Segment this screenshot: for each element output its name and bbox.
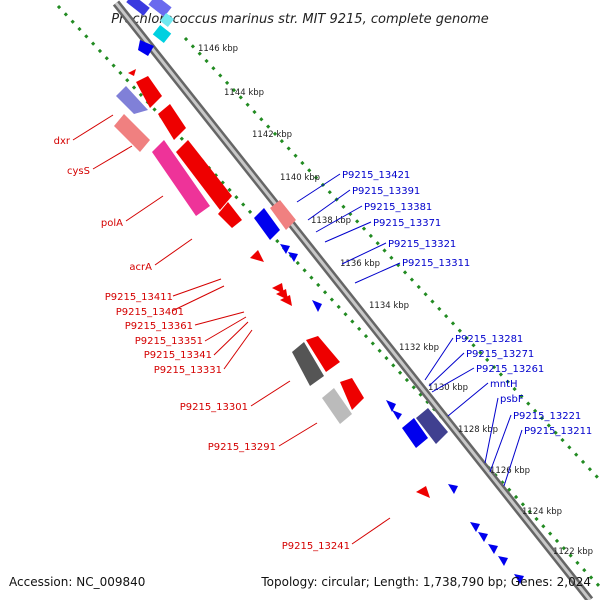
gene-cysS <box>114 114 150 152</box>
tick-label: 1126 kbp <box>490 466 530 476</box>
gene-polA <box>152 140 210 216</box>
tick-label: 1140 kbp <box>280 173 320 183</box>
gene-P9215_13421 <box>254 208 280 240</box>
accession-text: Accession: NC_009840 <box>9 575 145 589</box>
gene-label: P9215_13211 <box>524 426 592 437</box>
tick-labels: 1146 kbp 1144 kbp 1142 kbp 1140 kbp 1138… <box>198 44 593 557</box>
forward-gene-labels: P9215_13421 P9215_13391 P9215_13381 P921… <box>342 170 592 437</box>
leader-lines-forward <box>296 173 523 487</box>
tick-label: 1142 kbp <box>252 130 292 140</box>
tick-label: 1122 kbp <box>553 547 593 557</box>
genome-summary-text: Topology: circular; Length: 1,738,790 bp… <box>260 575 591 589</box>
gene-label: P9215_13221 <box>513 411 581 422</box>
gene-label: P9215_13371 <box>373 218 441 229</box>
gene-label: dxr <box>54 136 71 147</box>
gene-dxr <box>116 86 148 114</box>
gene-label: P9215_13351 <box>135 336 203 347</box>
gene-label: acrA <box>129 262 152 273</box>
gene-label: P9215_13311 <box>402 258 470 269</box>
gene-label: P9215_13341 <box>144 350 212 361</box>
gene-psbF <box>416 408 448 444</box>
genome-backbone-highlight <box>114 2 592 600</box>
gene-label: P9215_13241 <box>282 541 350 552</box>
tick-label: 1128 kbp <box>458 425 498 435</box>
gene-label: P9215_13261 <box>476 364 544 375</box>
gene-label: P9215_13331 <box>154 365 222 376</box>
gene-label: P9215_13321 <box>388 239 456 250</box>
gc-track-outer <box>183 36 600 482</box>
gene-label: psbF <box>500 394 524 405</box>
reverse-genes <box>114 69 430 498</box>
leader-lines-reverse <box>72 114 391 545</box>
gene-P9215_13301 <box>292 342 324 386</box>
gene-label: P9215_13421 <box>342 170 410 181</box>
gene-label: P9215_13381 <box>364 202 432 213</box>
tick-label: 1124 kbp <box>522 507 562 517</box>
gene-label: P9215_13401 <box>116 307 184 318</box>
gene-P9215_13291 <box>322 388 352 424</box>
forward-genes <box>254 200 524 584</box>
gene-label: P9215_13301 <box>180 402 248 413</box>
tick-label: 1144 kbp <box>224 88 264 98</box>
gene-acrA <box>250 250 264 262</box>
gene-label: cysS <box>67 166 90 177</box>
gene-label: P9215_13391 <box>352 186 420 197</box>
gene-label: P9215_13281 <box>455 334 523 345</box>
page-title: Prochlorococcus marinus str. MIT 9215, c… <box>111 12 489 27</box>
gene-block-top <box>126 0 175 56</box>
gene-label: P9215_13411 <box>105 292 173 303</box>
tick-label: 1136 kbp <box>340 259 380 269</box>
gene-label: polA <box>101 218 123 229</box>
reverse-gene-labels: dxr cysS polA acrA P9215_13411 P9215_134… <box>54 136 350 552</box>
gene-label: P9215_13361 <box>125 321 193 332</box>
tick-label: 1146 kbp <box>198 44 238 54</box>
gene-label: P9215_13291 <box>208 442 276 453</box>
tick-label: 1134 kbp <box>369 301 409 311</box>
gene-label: mntH <box>490 379 518 390</box>
tick-label: 1132 kbp <box>399 343 439 353</box>
gene-label: P9215_13271 <box>466 349 534 360</box>
tick-label: 1130 kbp <box>428 383 468 393</box>
gene-mntH <box>402 418 428 448</box>
gene-P9215_13241 <box>416 486 430 498</box>
tick-label: 1138 kbp <box>311 216 351 226</box>
